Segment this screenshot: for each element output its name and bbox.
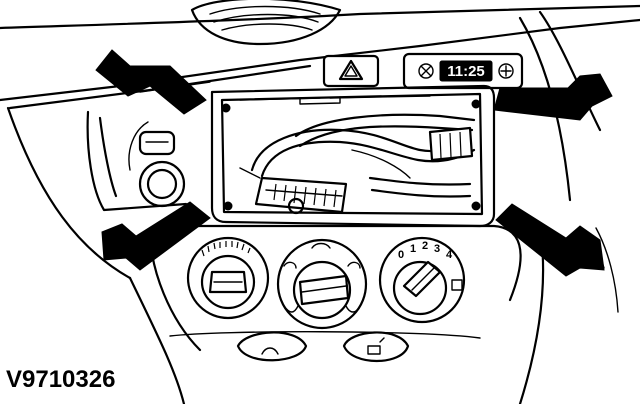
fan-dial-number-1: 1 — [410, 243, 416, 255]
arrow-top-left — [95, 49, 207, 115]
wiring-harness — [239, 113, 476, 215]
fan-dial-number-2: 2 — [422, 240, 428, 252]
fan-dial-number-3: 3 — [434, 243, 440, 255]
lower-switches — [236, 331, 410, 363]
clock-display: 11:25 — [447, 63, 485, 80]
arrow-top-right — [493, 73, 613, 121]
temperature-dial — [186, 236, 270, 320]
hazard-switch — [322, 54, 380, 88]
fan-speed-dial: 0 1 2 3 4 — [378, 236, 466, 324]
arrow-bottom-right — [495, 203, 605, 277]
air-distribution-dial — [276, 238, 368, 330]
figure-reference-code: V9710326 — [6, 366, 116, 393]
clock-unit: 11:25 — [402, 52, 524, 90]
dashboard-upper-panel — [0, 0, 640, 202]
radio-aperture-frame — [210, 84, 496, 228]
left-side-trim — [6, 106, 188, 280]
pointer-arrows — [95, 49, 613, 277]
fan-dial-off-mark: 0 — [398, 249, 404, 261]
fan-dial-number-4: 4 — [446, 249, 453, 261]
right-panel-detail — [595, 227, 619, 313]
arrow-bottom-left — [101, 201, 211, 271]
